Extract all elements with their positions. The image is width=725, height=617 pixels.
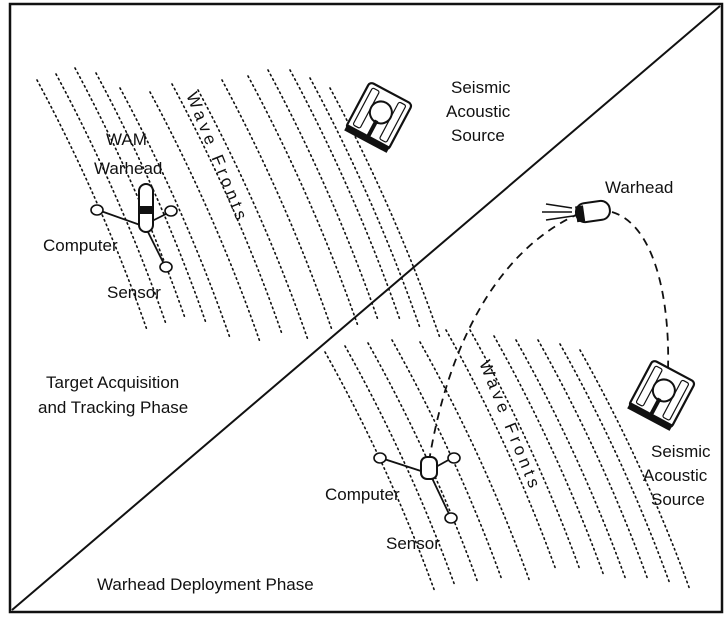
phase-divider — [11, 5, 721, 611]
phase-label-bottom: Warhead Deployment Phase — [97, 575, 314, 594]
wave-front-arc — [267, 69, 379, 321]
warhead-projectile-icon — [542, 199, 611, 224]
source-label-bottom-line2: Acoustic — [643, 466, 708, 485]
wave-front-arc — [74, 67, 186, 319]
wave-front-arc — [419, 341, 531, 583]
sensor-label-bottom: Sensor — [386, 534, 440, 553]
warhead-label-bottom: Warhead — [605, 178, 673, 197]
computer-label-bottom: Computer — [325, 485, 400, 504]
tank-icon — [627, 360, 696, 431]
phase-label-top-line2: and Tracking Phase — [38, 398, 188, 417]
wave-front-arc — [36, 79, 148, 331]
wam-device-icon — [373, 452, 461, 524]
wave-front-arc — [197, 89, 309, 341]
computer-label-top: Computer — [43, 236, 118, 255]
wam-device-icon — [90, 183, 178, 273]
wave-front-arc — [95, 72, 207, 324]
wave-fronts-bottom — [324, 329, 691, 593]
wave-fronts-top — [36, 67, 441, 343]
wave-front-arc — [171, 83, 283, 335]
wave-front-arc — [515, 339, 627, 581]
source-label-bottom-line3: Source — [651, 490, 705, 509]
wave-front-arc — [445, 329, 557, 571]
wave-front-arc — [289, 69, 401, 321]
wave-front-arc — [309, 77, 421, 329]
source-label-top-line3: Source — [451, 126, 505, 145]
wave-front-arc — [119, 87, 231, 339]
source-label-bottom-line1: Seismic — [651, 442, 711, 461]
wave-front-arc — [493, 335, 605, 577]
wave-front-arc — [221, 79, 333, 331]
sensor-label-top: Sensor — [107, 283, 161, 302]
wave-front-arc — [324, 351, 436, 593]
source-label-top-line2: Acoustic — [446, 102, 511, 121]
phase-label-top-line1: Target Acquisition — [46, 373, 179, 392]
warhead-trajectory — [426, 211, 670, 476]
wave-front-arc — [559, 343, 671, 585]
wave-front-arc — [247, 75, 359, 327]
wave-front-arc — [367, 342, 479, 584]
wave-front-arc — [55, 73, 167, 325]
wave-front-arc — [579, 349, 691, 591]
warhead-label-top: Warhead — [94, 159, 162, 178]
wave-front-arc — [391, 339, 503, 581]
wave-front-arc — [469, 329, 581, 571]
wave-front-arc — [149, 91, 261, 343]
tank-icon — [344, 82, 413, 153]
wave-front-arc — [329, 87, 441, 339]
wam-label: WAM — [106, 130, 147, 149]
wave-front-arc — [344, 345, 456, 587]
wave-front-arc — [537, 339, 649, 581]
source-label-top-line1: Seismic — [451, 78, 511, 97]
